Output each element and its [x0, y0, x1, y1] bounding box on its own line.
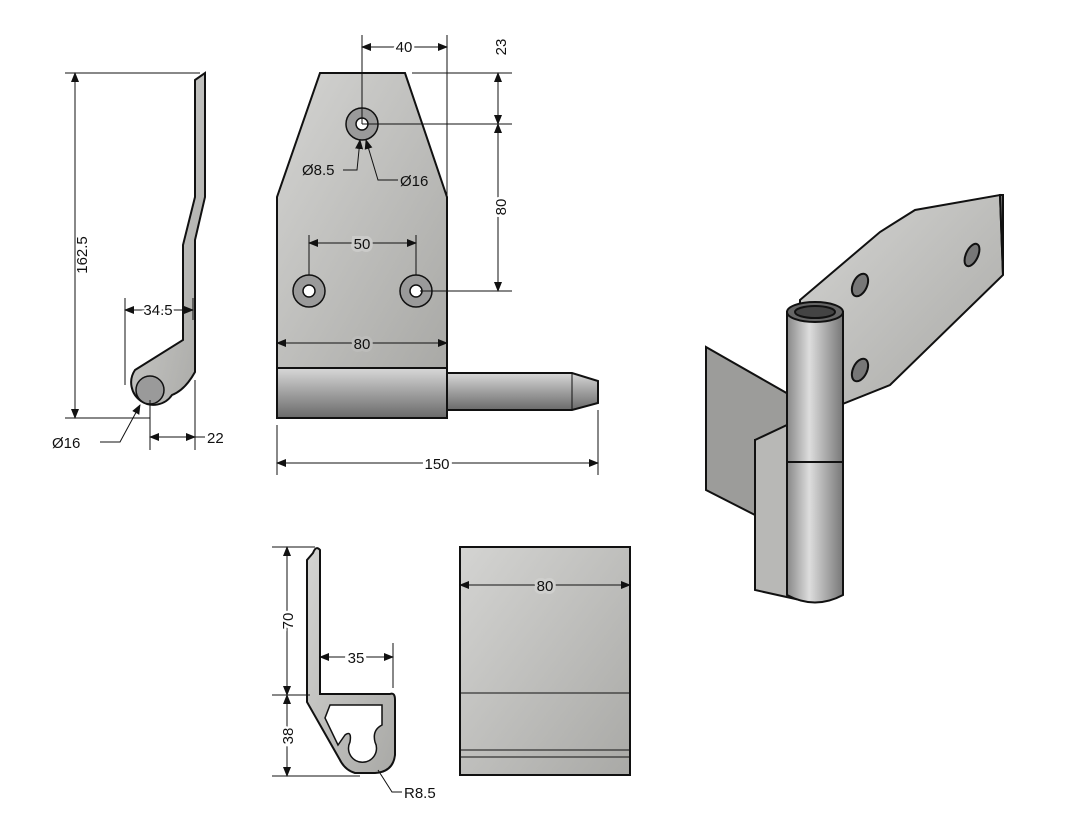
dim-counterbore-dia: Ø16: [400, 173, 428, 190]
side-view: 162.5 34.5 22 Ø16: [52, 71, 224, 452]
dim-rear-width: 80: [537, 578, 554, 595]
front-view: 40 23 80 Ø8.5 Ø16 50 80 150: [276, 35, 599, 476]
dim-hole-dia: Ø8.5: [302, 162, 335, 179]
dim-flange: 35: [348, 650, 365, 667]
dim-lower-height: 38: [280, 728, 297, 745]
dim-hole-pitch-h: 50: [354, 236, 371, 253]
dim-height: 162.5: [74, 236, 91, 274]
dim-radius: R8.5: [404, 785, 436, 802]
isometric-view: [705, 193, 1005, 604]
profile-view: 70 38 35 R8.5: [272, 546, 436, 802]
dim-offset: 34.5: [143, 302, 172, 319]
dim-pin-dia: Ø16: [52, 435, 80, 452]
dim-hole-offset: 40: [396, 39, 413, 56]
dim-hole-pitch-v: 80: [493, 199, 510, 216]
dim-width: 80: [354, 336, 371, 353]
dim-edge: 22: [207, 430, 224, 447]
dim-top-offset: 23: [493, 39, 510, 56]
rear-view: 80: [459, 546, 631, 776]
dim-upper-height: 70: [280, 613, 297, 630]
dim-overall-length: 150: [424, 456, 449, 473]
